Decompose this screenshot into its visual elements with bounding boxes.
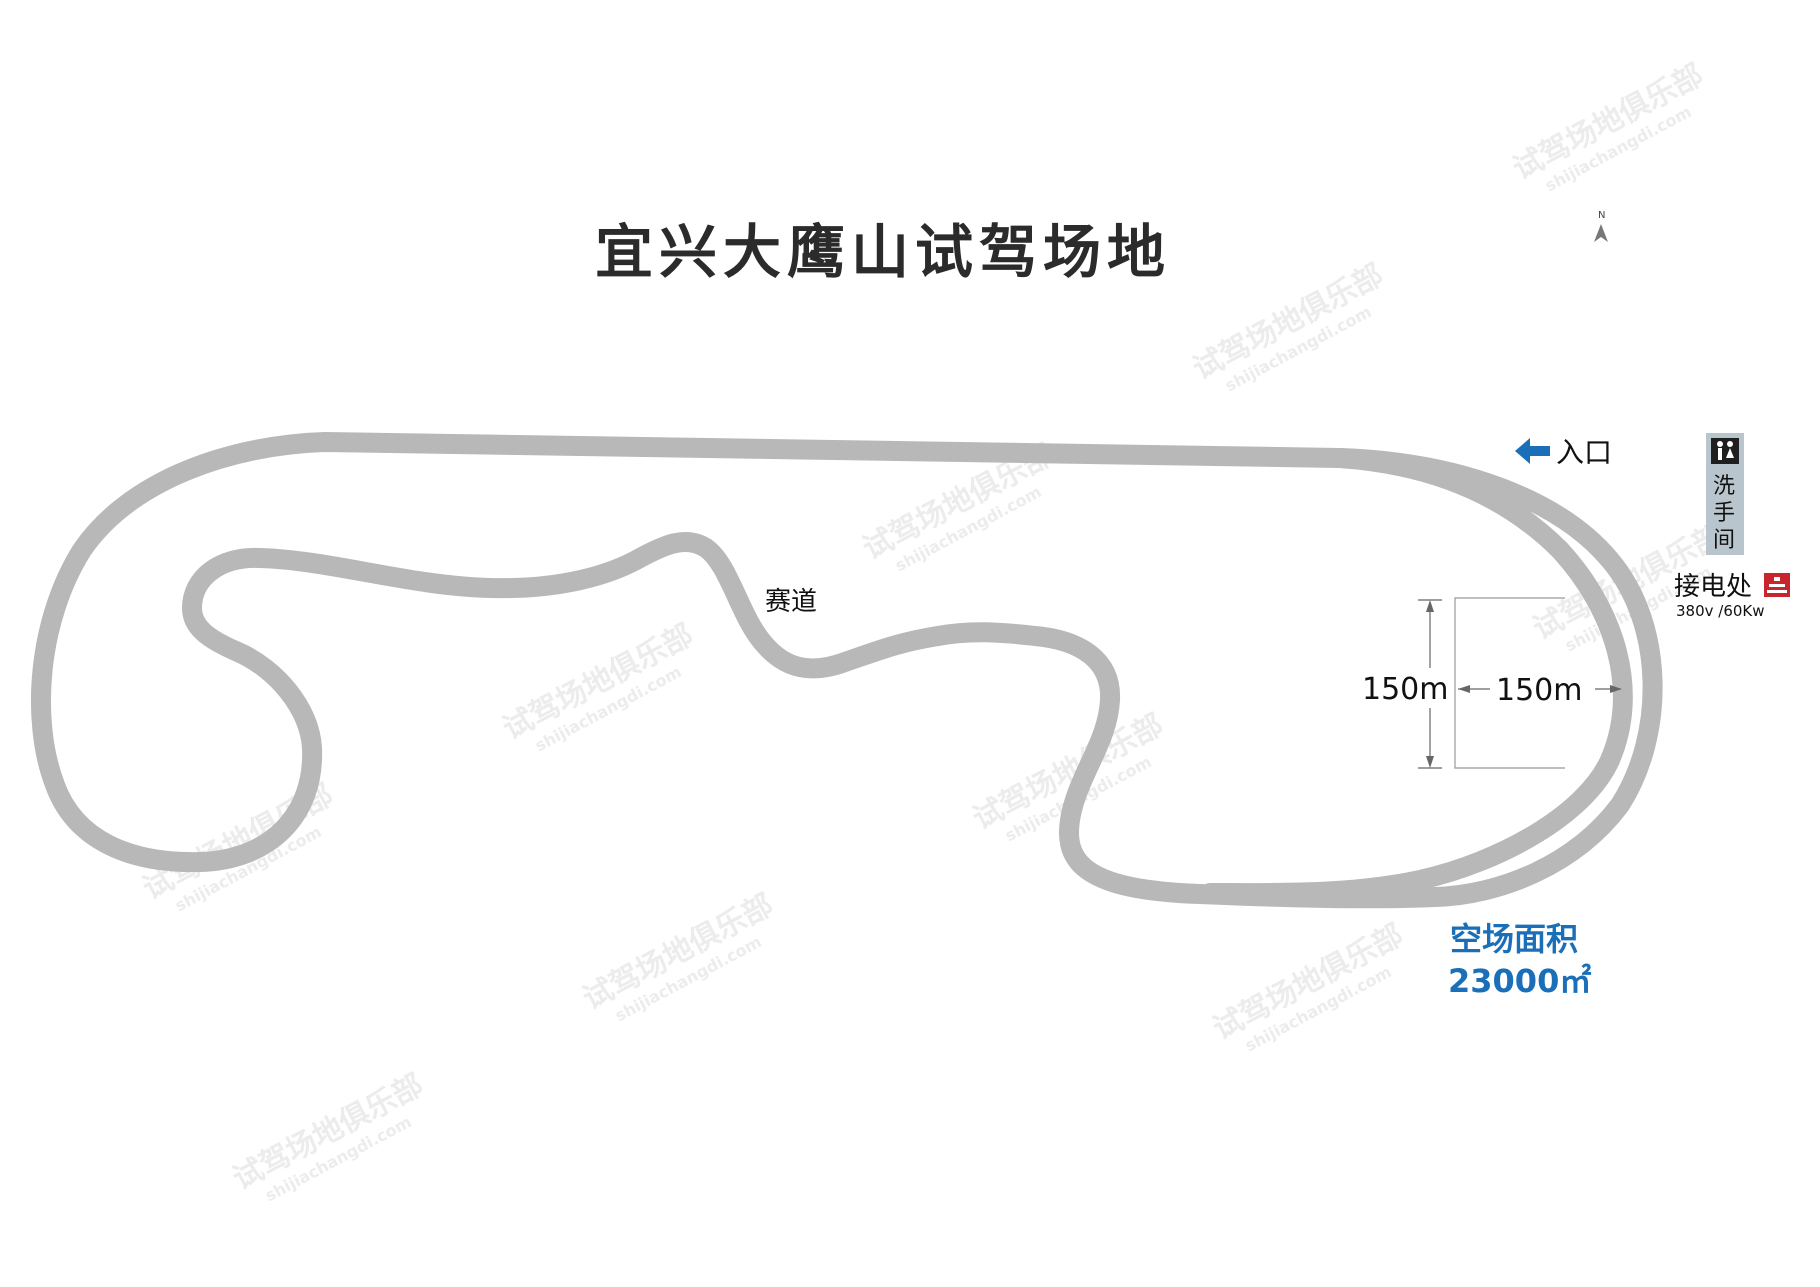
north-arrow-icon: N: [1594, 210, 1608, 242]
watermark: 试驾场地俱乐部 shijiachangdi.com: [497, 618, 699, 756]
restroom-icon: [1711, 438, 1739, 464]
entrance: 入口: [1515, 436, 1612, 469]
track-branch: [1200, 448, 1633, 904]
watermark: 试驾场地俱乐部 shijiachangdi.com: [577, 888, 779, 1026]
watermark: 试驾场地俱乐部 shijiachangdi.com: [227, 1068, 429, 1206]
open-area-outline: [1454, 597, 1565, 769]
entrance-arrow-icon: [1515, 438, 1550, 464]
power-icon: [1764, 573, 1790, 597]
page-title: 宜兴大鹰山试驾场地: [595, 218, 1171, 286]
area-label: 空场面积: [1450, 920, 1578, 958]
power-point: 接电处 380v /60Kw: [1674, 572, 1790, 620]
watermark: 试驾场地俱乐部 shijiachangdi.com: [1507, 58, 1709, 196]
restroom-label-2: 手: [1713, 501, 1735, 526]
watermark: 试驾场地俱乐部 shijiachangdi.com: [1207, 918, 1409, 1056]
power-label: 接电处: [1674, 572, 1752, 602]
dim-vertical-label: 150m: [1362, 672, 1448, 707]
restroom-label-3: 间: [1713, 528, 1735, 553]
open-area: 150m 150m: [1360, 597, 1622, 769]
entrance-label: 入口: [1556, 436, 1612, 469]
race-track: [30, 432, 1663, 909]
area-value: 23000㎡: [1448, 962, 1591, 1000]
svg-text:N: N: [1598, 210, 1605, 221]
restroom-label-1: 洗: [1713, 474, 1735, 499]
watermark: 试驾场地俱乐部 shijiachangdi.com: [1187, 258, 1389, 396]
track-label: 赛道: [765, 587, 817, 617]
restroom: 洗 手 间: [1706, 433, 1744, 555]
dim-horizontal-label: 150m: [1496, 673, 1582, 708]
power-spec: 380v /60Kw: [1676, 602, 1765, 620]
